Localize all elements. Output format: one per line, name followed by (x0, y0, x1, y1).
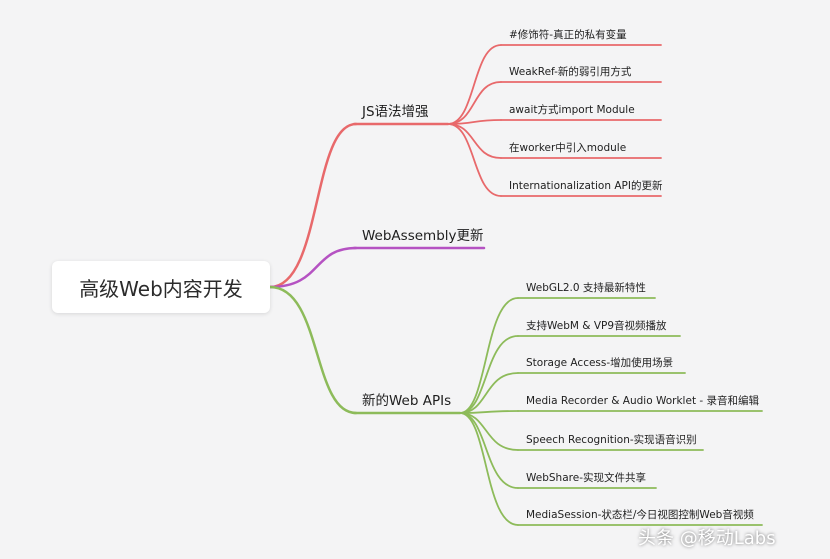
leaf-node-label: WebGL2.0 支持最新特性 (526, 282, 646, 294)
leaf-node-label: #修饰符-真正的私有变量 (509, 29, 627, 41)
leaf-connector (447, 123, 502, 197)
leaf-connector (447, 81, 502, 125)
branch-node-label: 新的Web APIs (362, 393, 452, 409)
branch-connector (268, 122, 358, 289)
leaf-node-label: Storage Access-增加使用场景 (526, 357, 674, 369)
leaf-node-label: Speech Recognition-实现语音识别 (526, 434, 697, 446)
root-node-label: 高级Web内容开发 (79, 276, 243, 301)
leaf-connector (459, 335, 519, 414)
leaf-connector (459, 412, 519, 526)
leaf-connector (459, 410, 519, 414)
leaf-node-label: 支持WebM & VP9音视频播放 (526, 320, 667, 332)
root-node: 高级Web内容开发 (52, 261, 270, 313)
leaf-node-label: Media Recorder & Audio Worklet - 录音和编辑 (526, 395, 760, 407)
leaf-node-label: 在worker中引入module (509, 142, 627, 154)
leaf-node-label: await方式import Module (509, 104, 635, 116)
leaf-node-label: WebShare-实现文件共享 (526, 472, 646, 484)
branch-connector (268, 285, 358, 415)
leaf-connector (459, 297, 519, 414)
leaf-node-label: MediaSession-状态栏/今日视图控制Web音视频 (526, 509, 754, 521)
leaf-connector (459, 412, 519, 451)
branch-connector (268, 246, 358, 289)
leaf-node-label: Internationalization API的更新 (509, 180, 663, 192)
leaf-node-label: WeakRef-新的弱引用方式 (509, 66, 632, 78)
leaf-connector (447, 44, 502, 125)
leaf-connector (459, 372, 519, 414)
branch-node-label: JS语法增强 (362, 104, 429, 120)
branch-node-label: WebAssembly更新 (362, 228, 484, 244)
watermark: 头条 @移动Labs (638, 528, 776, 549)
leaf-connector (447, 123, 502, 159)
